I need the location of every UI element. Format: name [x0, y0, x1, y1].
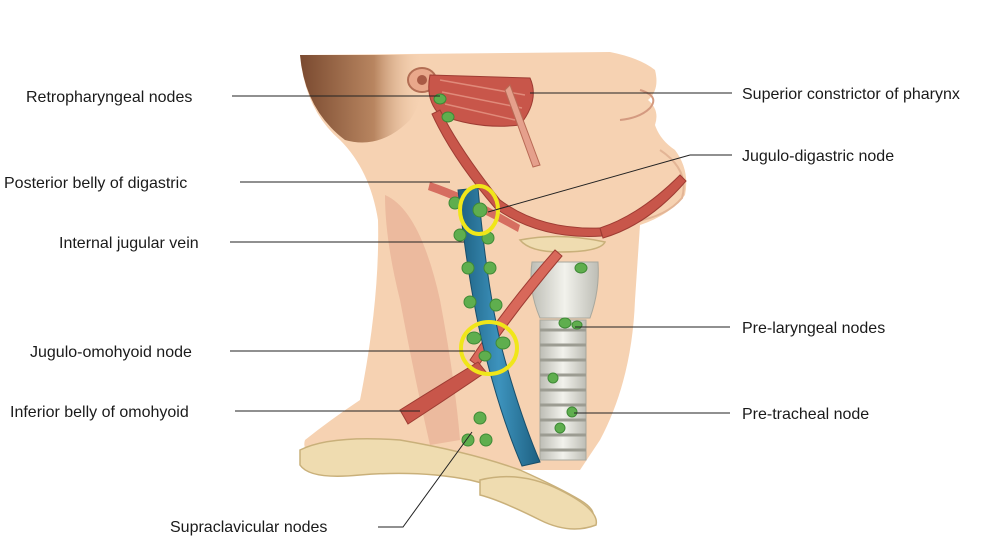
pre-tracheal-node [548, 373, 558, 383]
jugulo-omohyoid-node [479, 351, 491, 361]
deep-cervical-node [454, 229, 466, 241]
label-superior-constrictor-of-pharynx: Superior constrictor of pharynx [742, 86, 960, 103]
pre-laryngeal-node [572, 321, 582, 329]
deep-cervical-node [462, 262, 474, 274]
supraclavicular-node [474, 412, 486, 424]
pre-tracheal-node [567, 407, 577, 417]
label-inferior-belly-of-omohyoid: Inferior belly of omohyoid [10, 404, 189, 421]
pre-tracheal-node [555, 423, 565, 433]
pre-laryngeal-node [575, 263, 587, 273]
deep-cervical-node [484, 262, 496, 274]
pre-laryngeal-node [559, 318, 571, 328]
label-pre-laryngeal-nodes: Pre-laryngeal nodes [742, 320, 885, 337]
label-retropharyngeal-nodes: Retropharyngeal nodes [26, 89, 192, 106]
jugulo-omohyoid-node [467, 332, 481, 344]
label-internal-jugular-vein: Internal jugular vein [59, 235, 199, 252]
supraclavicular-node [462, 434, 474, 446]
label-supraclavicular-nodes: Supraclavicular nodes [170, 519, 327, 536]
supraclavicular-node [480, 434, 492, 446]
trachea [540, 320, 586, 460]
deep-cervical-node [490, 299, 502, 311]
sternal-end [480, 477, 596, 529]
retropharyngeal-node [442, 112, 454, 122]
deep-cervical-node [464, 296, 476, 308]
jugulo-omohyoid-node [496, 337, 510, 349]
label-jugulo-digastric-node: Jugulo-digastric node [742, 148, 894, 165]
jugulo-digastric-node [473, 203, 487, 217]
label-posterior-belly-of-digastric: Posterior belly of digastric [4, 175, 187, 192]
label-jugulo-omohyoid-node: Jugulo-omohyoid node [30, 344, 192, 361]
ear-canal [417, 75, 427, 85]
label-pre-tracheal-node: Pre-tracheal node [742, 406, 869, 423]
